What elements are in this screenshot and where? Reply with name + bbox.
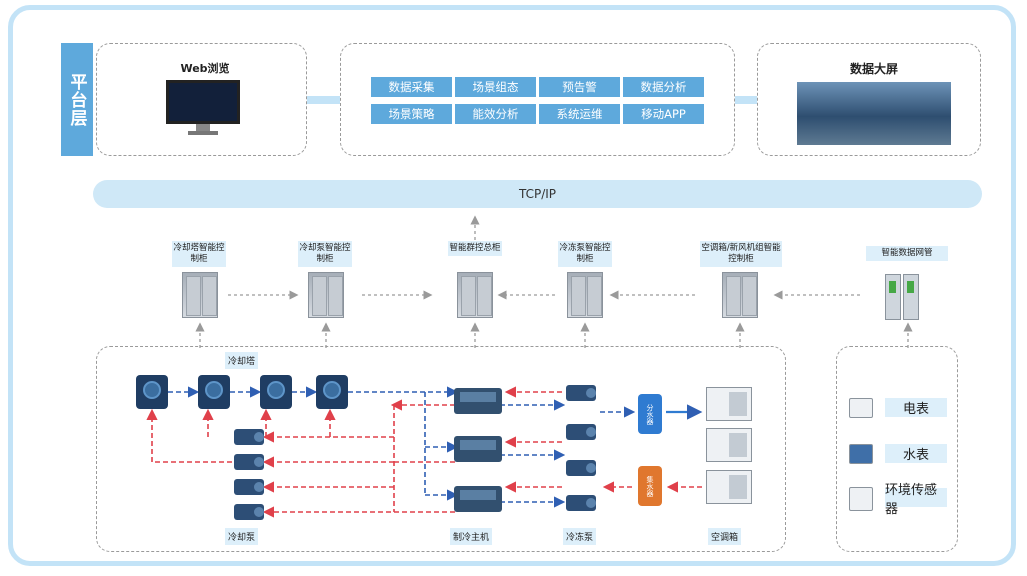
- air-handling-unit: [706, 428, 752, 462]
- func-alarm[interactable]: 预告警: [539, 77, 620, 97]
- cooling-tower-label: 冷却塔: [225, 352, 259, 369]
- ac-unit-cabinet: [722, 272, 758, 318]
- chiller-label: 制冷主机: [450, 528, 493, 545]
- chilled-pump: [566, 495, 596, 511]
- func-system-ops[interactable]: 系统运维: [539, 104, 620, 124]
- chiller-unit: [454, 486, 502, 512]
- group-control-cabinet: [457, 272, 493, 318]
- electric-meter-icon: [849, 398, 873, 418]
- platform-layer-tag: 平台层: [61, 43, 93, 156]
- air-handling-unit: [706, 470, 752, 504]
- cooling-tower-cabinet: [182, 272, 218, 318]
- func-scene-strategy[interactable]: 场景策略: [371, 104, 452, 124]
- equipment-panel: [96, 346, 786, 552]
- data-gateway-device: [885, 274, 901, 320]
- return-header: 集水器: [638, 466, 662, 506]
- chilled-pump-label: 冷冻泵: [563, 528, 597, 545]
- air-handling-unit: [706, 387, 752, 421]
- tcp-ip-bar: TCP/IP: [93, 180, 982, 208]
- func-mobile-app[interactable]: 移动APP: [623, 104, 704, 124]
- chiller-unit: [454, 436, 502, 462]
- big-screen-panel: [757, 43, 981, 156]
- func-data-collection[interactable]: 数据采集: [371, 77, 452, 97]
- connector-left: [307, 96, 340, 104]
- meter-panel: [836, 346, 958, 552]
- cooling-tower: [260, 375, 292, 409]
- chilled-pump-cabinet-label: 冷冻泵智能控制柜: [558, 241, 612, 267]
- water-meter-icon: [849, 444, 873, 464]
- cooling-pump: [234, 479, 264, 495]
- cooling-pump: [234, 454, 264, 470]
- outer-frame: [8, 5, 1016, 566]
- cooling-tower-cabinet-label: 冷却塔智能控制柜: [172, 241, 226, 267]
- cooling-pump-cabinet: [308, 272, 344, 318]
- monitor-stand: [196, 124, 210, 131]
- supply-header: 分水器: [638, 394, 662, 434]
- monitor-icon: [166, 80, 240, 124]
- electric-meter-label: 电表: [885, 398, 947, 417]
- cooling-pump: [234, 504, 264, 520]
- cooling-pump: [234, 429, 264, 445]
- func-scene-config[interactable]: 场景组态: [455, 77, 536, 97]
- cooling-tower: [316, 375, 348, 409]
- ac-box-label: 空调箱: [708, 528, 742, 545]
- cooling-pump-label: 冷却泵: [225, 528, 259, 545]
- chiller-unit: [454, 388, 502, 414]
- cooling-tower: [136, 375, 168, 409]
- environment-sensor-label: 环境传感器: [885, 483, 947, 517]
- monitor-base: [188, 131, 218, 135]
- big-screen-title: 数据大屏: [849, 62, 898, 76]
- cooling-pump-cabinet-label: 冷却泵智能控制柜: [298, 241, 352, 267]
- connector-right: [735, 96, 757, 104]
- cooling-tower: [198, 375, 230, 409]
- chilled-pump: [566, 385, 596, 401]
- ac-unit-cabinet-label: 空调箱/新风机组智能控制柜: [700, 241, 782, 267]
- control-room-image: [797, 82, 951, 145]
- data-gateway-device: [903, 274, 919, 320]
- data-gateway-label: 智能数据网管: [866, 246, 948, 261]
- function-panel: [340, 43, 735, 156]
- web-browse-title: Web浏览: [180, 62, 230, 75]
- func-energy-analysis[interactable]: 能效分析: [455, 104, 536, 124]
- chilled-pump-cabinet: [567, 272, 603, 318]
- chilled-pump: [566, 460, 596, 476]
- func-data-analysis[interactable]: 数据分析: [623, 77, 704, 97]
- web-browse-panel: [96, 43, 307, 156]
- chilled-pump: [566, 424, 596, 440]
- environment-sensor-icon: [849, 487, 873, 511]
- group-control-cabinet-label: 智能群控总柜: [448, 241, 502, 256]
- water-meter-label: 水表: [885, 444, 947, 463]
